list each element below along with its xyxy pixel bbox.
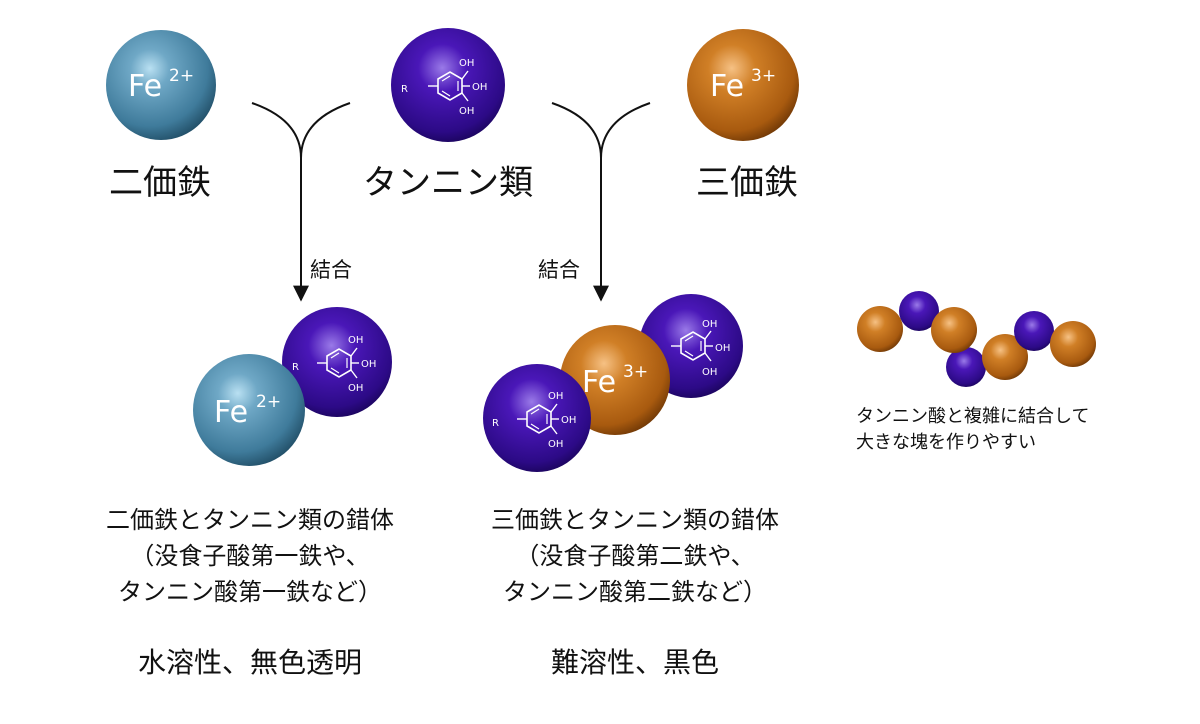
fe3-name: 三価鉄 <box>696 163 798 203</box>
chain-tannin-ball <box>899 291 939 331</box>
chain-fe3-ball <box>1050 321 1096 367</box>
fe2-charge: 2+ <box>256 392 281 412</box>
fe3-charge: 3+ <box>751 66 776 86</box>
oh-label: OH <box>561 415 576 426</box>
oh-label: OH <box>361 359 376 370</box>
oh-label: OH <box>459 106 474 117</box>
right-complex-line1: 三価鉄とタンニン類の錯体 <box>491 506 779 534</box>
fe3-charge: 3+ <box>623 362 648 382</box>
oh-label: OH <box>348 335 363 346</box>
r-label: R <box>292 362 299 373</box>
oh-label: OH <box>459 58 474 69</box>
fe3-symbol: Fe <box>710 69 744 104</box>
oh-label: OH <box>715 343 730 354</box>
left-complex-line1: 二価鉄とタンニン類の錯体 <box>106 506 394 534</box>
bond-label-right: 結合 <box>538 258 580 282</box>
oh-label: OH <box>348 383 363 394</box>
left-bond-arrow <box>251 102 351 302</box>
tannin-name: タンニン類 <box>363 163 533 203</box>
fe2-name: 二価鉄 <box>109 163 211 203</box>
left-complex-line2: （没食子酸第一鉄や、 <box>130 542 370 570</box>
oh-label: OH <box>548 391 563 402</box>
fe2-tannin-complex: R OH OH OH Fe 2+ <box>193 307 392 466</box>
right-complex-property: 難溶性、黒色 <box>550 646 719 679</box>
oh-label: OH <box>548 439 563 450</box>
chain-fe3-ball <box>982 334 1028 380</box>
chain-note-line1: タンニン酸と複雑に結合して <box>856 406 1090 427</box>
fe3-symbol: Fe <box>582 365 616 400</box>
chain-tannin-ball <box>946 347 986 387</box>
tannin-sphere: R OH OH OH <box>391 28 505 142</box>
chain-fe3-ball <box>931 307 977 353</box>
right-complex-line2: （没食子酸第二鉄や、 <box>515 542 755 570</box>
oh-label: OH <box>702 319 717 330</box>
fe3-tannin-complex: R OH OH OH Fe 3+ R OH OH OH <box>483 294 743 472</box>
right-complex-line3: タンニン酸第二鉄など） <box>503 578 767 606</box>
fe2-symbol: Fe <box>214 395 248 430</box>
fe2-sphere: Fe 2+ <box>106 30 216 140</box>
oh-label: OH <box>702 367 717 378</box>
right-bond-arrow <box>551 102 651 302</box>
fe3-sphere: Fe 3+ <box>687 29 799 141</box>
oh-label: OH <box>472 82 487 93</box>
left-complex-line3: タンニン酸第一鉄など） <box>118 578 382 606</box>
bond-label-left: 結合 <box>310 258 352 282</box>
fe2-symbol: Fe <box>128 69 162 104</box>
complex-tannin-sphere: R OH OH OH <box>483 364 591 472</box>
polymer-chain-cluster <box>857 291 1096 387</box>
left-complex-property: 水溶性、無色透明 <box>137 646 362 679</box>
r-label: R <box>492 418 499 429</box>
chain-fe3-ball <box>857 306 903 352</box>
complex-tannin-sphere: R OH OH OH <box>282 307 392 417</box>
chain-note-line2: 大きな塊を作りやすい <box>856 432 1036 453</box>
complex-fe2-sphere: Fe 2+ <box>193 354 305 466</box>
fe2-charge: 2+ <box>169 66 194 86</box>
r-label: R <box>401 84 408 95</box>
chain-tannin-ball <box>1014 311 1054 351</box>
